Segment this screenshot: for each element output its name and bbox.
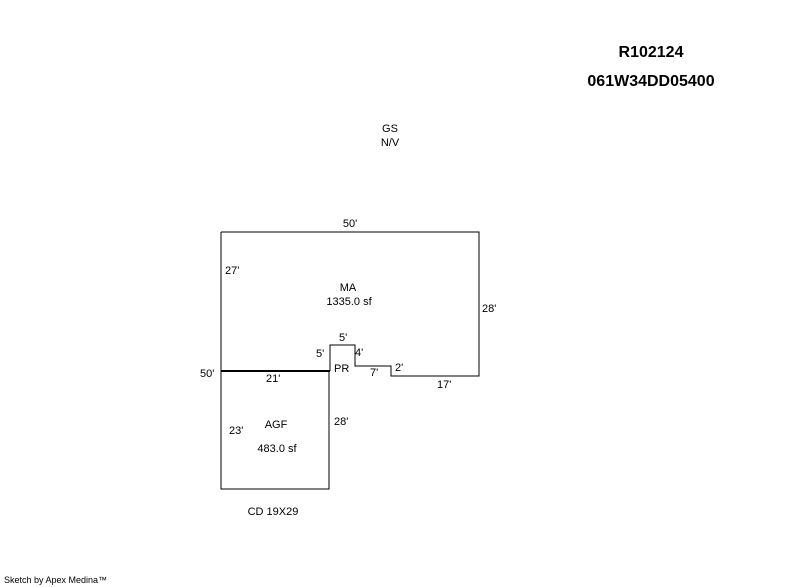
parcel-id: R102124 bbox=[618, 44, 684, 61]
garage-area-code: AGF bbox=[264, 419, 288, 431]
deck-note: CD 19X29 bbox=[247, 506, 299, 518]
dim-garage-left: 23' bbox=[229, 425, 244, 437]
site-note-line2: N/V bbox=[380, 137, 400, 149]
dim-top: 50' bbox=[342, 218, 358, 230]
main-area-code: MA bbox=[339, 282, 357, 294]
dim-left-upper: 27' bbox=[225, 265, 240, 277]
dim-garage-right: 28' bbox=[334, 416, 349, 428]
dim-right: 28' bbox=[482, 303, 497, 315]
sketch-credit: Sketch by Apex Medina™ bbox=[4, 575, 108, 585]
dim-garage-top: 21' bbox=[266, 373, 281, 385]
dim-step-run: 7' bbox=[370, 367, 379, 379]
main-area-size: 1335.0 sf bbox=[326, 296, 372, 308]
dim-outer-left: 50' bbox=[200, 368, 215, 380]
dim-step-rise: 4' bbox=[355, 347, 364, 359]
site-note-line1: GS bbox=[382, 123, 398, 135]
dim-porch-top: 5' bbox=[339, 332, 348, 344]
dim-porch-side: 5' bbox=[316, 348, 325, 360]
dim-bottom-right: 17' bbox=[437, 379, 452, 391]
porch-code: PR bbox=[334, 363, 350, 375]
garage-outline bbox=[220, 232, 330, 490]
garage-area-size: 483.0 sf bbox=[257, 443, 297, 455]
dim-step-small: 2' bbox=[395, 362, 404, 374]
map-number: 061W34DD05400 bbox=[587, 73, 715, 90]
main-area-outline bbox=[221, 231, 480, 377]
